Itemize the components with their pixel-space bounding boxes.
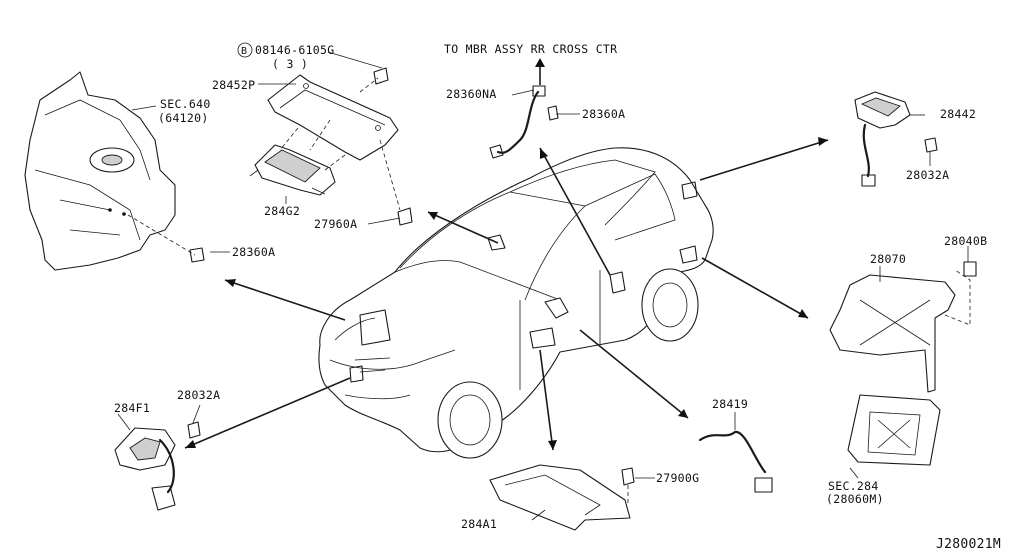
harness-28360na <box>489 85 559 159</box>
label-28419: 28419 <box>712 397 748 411</box>
wheelhouse-panel <box>24 71 196 271</box>
label-27960a: 27960A <box>314 217 357 231</box>
label-diagram-id: J280021M <box>936 537 1001 552</box>
label-sec640: SEC.640 <box>160 97 211 111</box>
pointer-arrows <box>184 58 829 451</box>
sensor-284f1 <box>114 404 201 511</box>
label-284a1: 284A1 <box>461 517 497 531</box>
label-sec284-sub: (28060M) <box>826 492 884 506</box>
part-labels: TO MBR ASSY RR CROSS CTR B 08146-6105G (… <box>114 42 1001 552</box>
unit-bracket-28070 <box>829 261 977 466</box>
label-28442: 28442 <box>940 107 976 121</box>
label-sec284: SEC.284 <box>828 479 879 493</box>
label-28360a-left: 28360A <box>232 245 275 259</box>
label-284f1: 284F1 <box>114 401 150 415</box>
sensor-28442 <box>854 91 938 187</box>
label-sec640-sub: (64120) <box>158 111 209 125</box>
bracket-284a1 <box>489 464 635 531</box>
label-28032a-left: 28032A <box>177 388 220 402</box>
label-08146-qty: ( 3 ) <box>272 57 308 71</box>
label-28032a-right: 28032A <box>906 168 949 182</box>
leader-lines <box>117 51 969 479</box>
label-circled-b: B <box>241 46 247 57</box>
label-28452p: 28452P <box>212 78 255 92</box>
label-08146-6105g: 08146-6105G <box>255 43 334 57</box>
harness-28419 <box>698 412 773 493</box>
vehicle-outline <box>318 147 714 459</box>
module-bracket-assembly <box>249 67 413 226</box>
label-to-mbr: TO MBR ASSY RR CROSS CTR <box>444 42 617 56</box>
label-28070: 28070 <box>870 252 906 266</box>
label-28360na: 28360NA <box>446 87 497 101</box>
label-27900g: 27900G <box>656 471 699 485</box>
vehicle-fasteners <box>189 181 698 383</box>
label-28360a-top: 28360A <box>582 107 625 121</box>
label-28040b: 28040B <box>944 234 987 248</box>
circled-b-symbol <box>237 42 253 58</box>
label-284g2: 284G2 <box>264 204 300 218</box>
